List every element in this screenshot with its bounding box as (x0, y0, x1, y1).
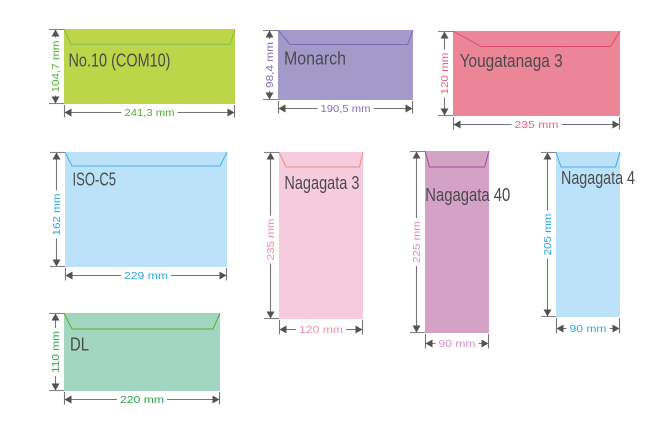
svg-text:162 mm: 162 mm (51, 193, 63, 235)
svg-text:229 mm: 229 mm (124, 270, 168, 282)
svg-text:No.10 (COM10): No.10 (COM10) (69, 50, 171, 70)
svg-text:98,4 mm: 98,4 mm (264, 42, 276, 88)
svg-text:220 mm: 220 mm (120, 394, 164, 406)
svg-text:Nagagata 3: Nagagata 3 (284, 173, 359, 193)
svg-text:Monarch: Monarch (284, 49, 346, 69)
svg-text:241,3 mm: 241,3 mm (125, 107, 175, 119)
svg-text:DL: DL (70, 335, 89, 355)
svg-text:120 mm: 120 mm (439, 52, 451, 94)
svg-text:90 mm: 90 mm (439, 338, 476, 350)
svg-text:ISO-C5: ISO-C5 (73, 170, 117, 190)
svg-text:Nagagata 4: Nagagata 4 (561, 168, 635, 188)
svg-text:235 mm: 235 mm (265, 218, 277, 260)
svg-text:205 mm: 205 mm (542, 213, 554, 255)
svg-text:225 mm: 225 mm (411, 221, 423, 263)
svg-text:110 mm: 110 mm (50, 331, 62, 373)
svg-text:90 mm: 90 mm (570, 323, 607, 335)
svg-text:235 mm: 235 mm (515, 119, 559, 131)
svg-text:104,7 mm: 104,7 mm (50, 40, 62, 92)
svg-text:Nagagata 40: Nagagata 40 (425, 185, 510, 205)
svg-text:190,5 mm: 190,5 mm (321, 103, 371, 115)
svg-text:120 mm: 120 mm (299, 324, 343, 336)
svg-text:Yougatanaga 3: Yougatanaga 3 (460, 51, 563, 71)
